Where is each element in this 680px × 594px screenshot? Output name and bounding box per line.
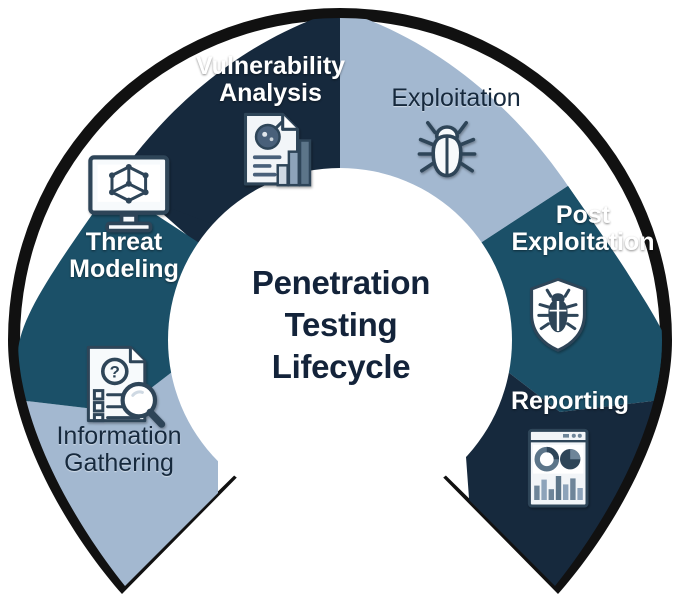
center-title: Penetration Testing Lifecycle [251,264,431,386]
svg-text:?: ? [110,362,120,381]
bug-icon [417,121,477,178]
document-question-magnifier-icon: ? [86,345,166,428]
shield-bug-icon [530,277,586,352]
dashboard-report-icon [527,428,589,508]
center-hub [168,168,512,512]
segment-information-gathering[interactable] [18,372,218,594]
monitor-wireframe-cube-icon [88,155,170,233]
segment-threat-modeling[interactable] [18,186,218,412]
document-bomb-chart-icon [243,112,312,187]
